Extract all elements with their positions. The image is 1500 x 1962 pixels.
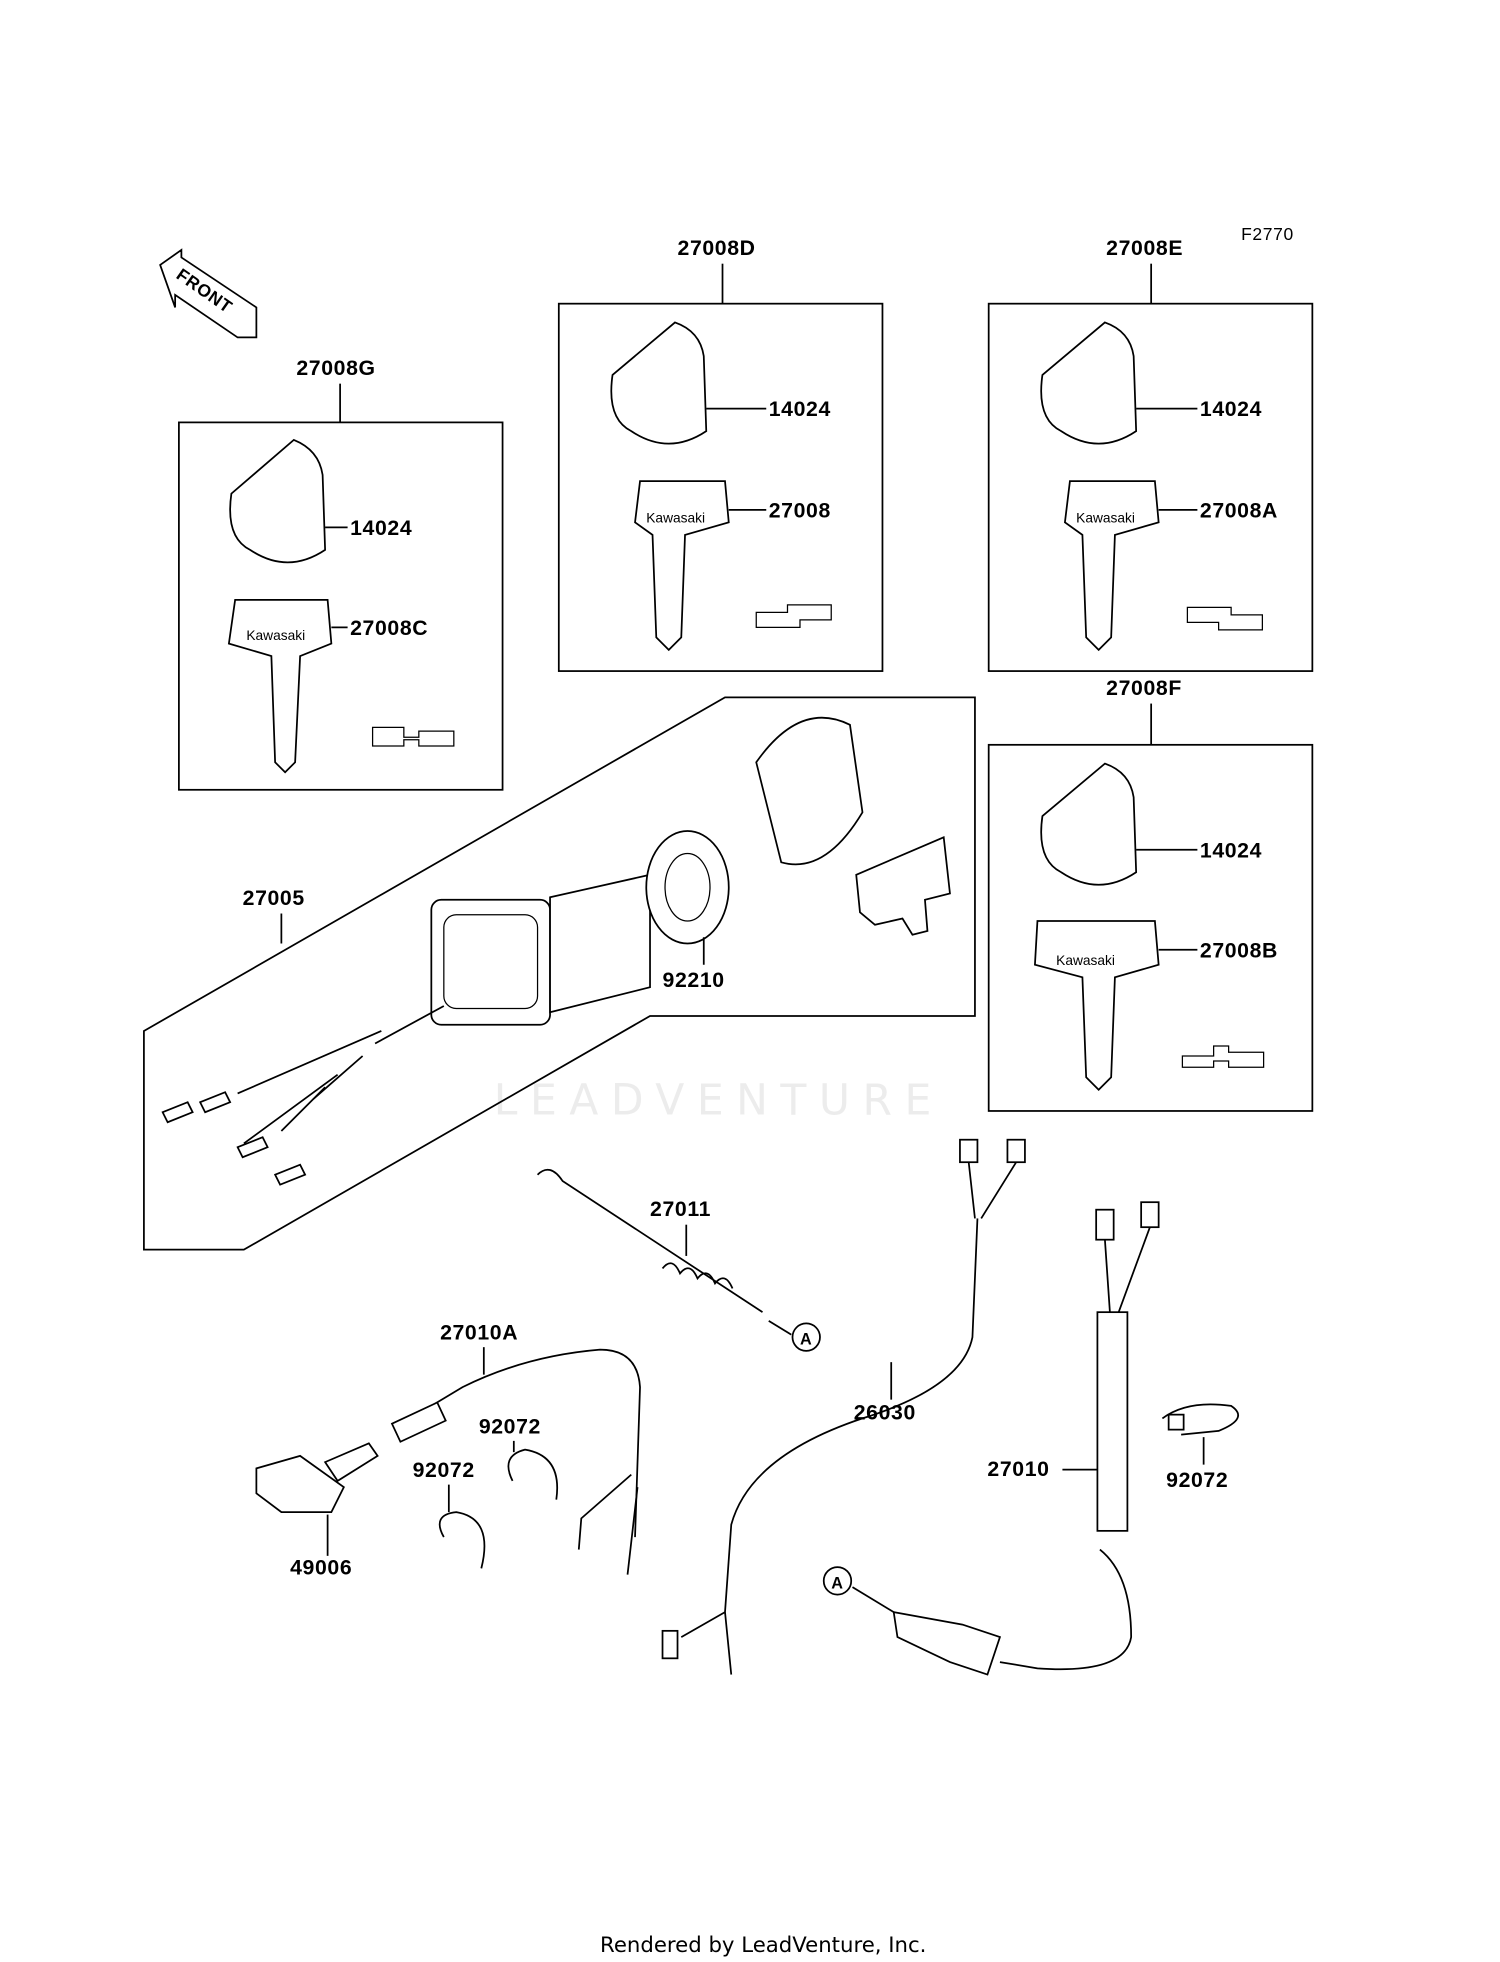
knob-part-number: 14024 [1200,397,1262,421]
footer-credit: Rendered by LeadVenture, Inc. [600,1933,926,1958]
key-part-number: 27008 [769,498,831,522]
knob-part-number: 14024 [1200,838,1262,862]
switch-27010a: 27010A 92072 92072 49006 [255,1321,641,1580]
key-part-number: 27008B [1200,938,1278,962]
ref-a-label: A [831,1574,843,1592]
knob-part-number: 14024 [769,397,831,421]
figure-code: F2770 [1241,224,1294,244]
key-27008b [1034,920,1160,1091]
watermark: LEADVENTURE [494,1077,944,1126]
kit-label: 27008E [1106,236,1183,260]
part-number: 27010 [987,1457,1049,1481]
knob-14024 [610,321,708,445]
part-number: 92072 [413,1458,475,1482]
ref-a-label: A [800,1331,812,1349]
key-brand: Kawasaki [1076,510,1135,525]
key-27008c [227,598,333,774]
part-number: 27005 [243,886,305,910]
knob-14024 [229,438,326,564]
kit-label: 27008F [1106,676,1182,700]
assembly-panel [143,696,976,1251]
part-number: 92072 [479,1414,541,1438]
kit-label: 27008G [296,356,375,380]
kit-box [987,743,1314,1112]
kit-box [987,302,1314,672]
key-brand: Kawasaki [246,628,305,643]
ref-a-marker [822,1566,853,1596]
knob-part-number: 14024 [350,516,412,540]
part-number: 92210 [663,968,725,992]
key-brand: Kawasaki [646,510,705,525]
kit-27008d: 27008D 14024 Kawasaki 27008 [557,236,884,672]
kit-27008g: 27008G 14024 Kawasaki 27008C [178,356,504,791]
switch-27010: 27010 A 92072 [822,1201,1240,1676]
ignition-switch-27005: 27005 92210 [143,696,976,1251]
knob-14024 [1040,762,1138,886]
key-part-number: 27008A [1200,498,1278,522]
cap-49006 [255,1454,345,1513]
kit-box [178,421,504,791]
part-number: 27010A [440,1321,518,1345]
kit-27008f: 27008F 14024 Kawasaki 27008B [987,676,1314,1112]
part-number: 27011 [650,1197,711,1221]
part-number: 92072 [1166,1468,1228,1492]
spring-27011: 27011 A [536,1168,821,1352]
knob-14024 [1040,321,1138,445]
key-part-number: 27008C [350,616,428,640]
kit-27008e: 27008E 14024 Kawasaki 27008A [987,236,1314,672]
front-arrow-icon: FRONT [159,248,258,339]
kit-label: 27008D [678,236,756,260]
kit-box [557,302,884,672]
part-number: 26030 [854,1401,916,1425]
key-brand: Kawasaki [1056,953,1115,968]
ref-a-marker [791,1322,821,1352]
key-27008 [634,480,730,652]
lead-26030: 26030 [661,1138,1026,1675]
part-number: 49006 [290,1556,352,1580]
key-27008a [1063,480,1160,652]
